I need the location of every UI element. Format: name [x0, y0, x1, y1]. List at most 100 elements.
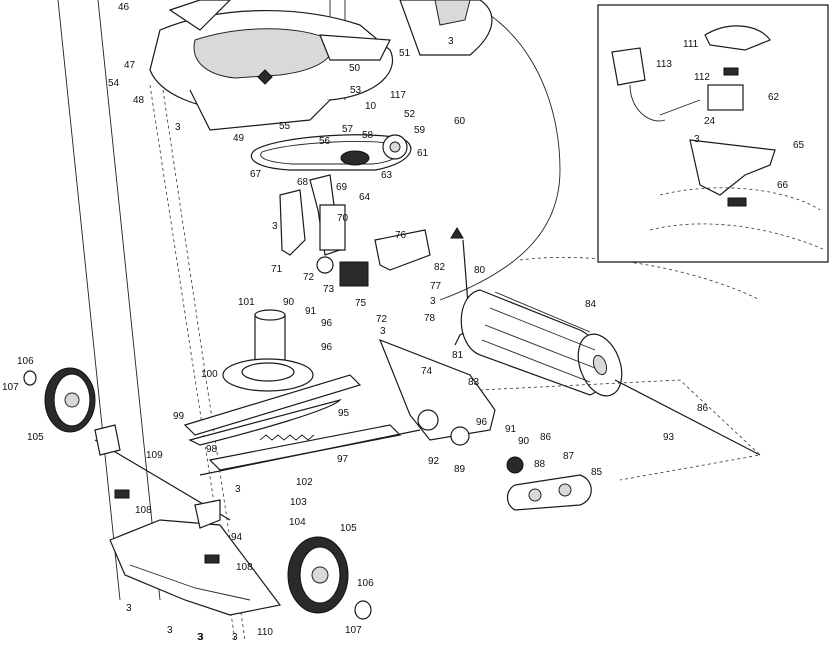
callout-87: 87	[563, 451, 575, 462]
callout-53: 53	[350, 85, 362, 96]
callout-90: 90	[518, 436, 530, 447]
callout-81: 81	[452, 350, 464, 361]
callout-3: 3	[694, 134, 700, 145]
callout-105: 105	[27, 432, 44, 443]
callout-107: 107	[2, 382, 19, 393]
callout-111: 111	[683, 39, 699, 50]
spring-and-arm	[199, 424, 421, 476]
callout-104: 104	[289, 517, 306, 528]
callout-97: 97	[337, 454, 349, 465]
callout-71: 71	[271, 264, 283, 275]
callout-103: 103	[290, 497, 307, 508]
callout-50: 50	[349, 63, 361, 74]
callout-93: 93	[663, 432, 675, 443]
axle-bracket	[194, 499, 221, 529]
callout-57: 57	[342, 124, 354, 135]
front-skid-plate	[109, 489, 282, 616]
callout-10: 10	[365, 101, 377, 112]
callout-66: 66	[777, 180, 789, 191]
callout-63: 63	[381, 170, 393, 181]
callout-74: 74	[421, 366, 433, 377]
callout-47: 47	[124, 60, 136, 71]
callout-67: 67	[250, 169, 262, 180]
callout-86: 86	[540, 432, 552, 443]
callout-98: 98	[206, 444, 218, 455]
callout-52: 52	[404, 109, 416, 120]
callout-3: 3	[126, 603, 132, 614]
callout-112: 112	[694, 72, 710, 83]
callout-101: 101	[238, 297, 255, 308]
callout-94: 94	[231, 532, 243, 543]
callout-90: 90	[283, 297, 295, 308]
callout-108: 108	[236, 562, 253, 573]
left-wheel	[23, 367, 96, 433]
callout-62: 62	[768, 92, 780, 103]
rear-frame-plate	[378, 338, 496, 446]
rear-roller	[460, 289, 761, 456]
battery-charger-inset	[597, 4, 829, 263]
callout-3: 3	[175, 122, 181, 133]
callout-72: 72	[376, 314, 388, 325]
callout-96: 96	[321, 318, 333, 329]
callout-102: 102	[296, 477, 313, 488]
callout-82: 82	[434, 262, 446, 273]
callout-3: 3	[380, 326, 386, 337]
callout-107: 107	[345, 625, 362, 636]
callout-49: 49	[233, 133, 245, 144]
callout-106: 106	[17, 356, 34, 367]
grass-catcher-frame	[149, 0, 394, 131]
callout-85: 85	[591, 467, 603, 478]
blade-spindle	[183, 309, 362, 446]
callout-3: 3	[167, 625, 173, 636]
callout-55: 55	[279, 121, 291, 132]
callout-3: 3	[448, 36, 454, 47]
callout-54: 54	[108, 78, 120, 89]
callout-110: 110	[257, 627, 273, 638]
callout-24: 24	[704, 116, 716, 127]
wheel-bracket	[94, 424, 121, 456]
callout-83: 83	[468, 377, 480, 388]
callout-61: 61	[417, 148, 429, 159]
callout-91: 91	[505, 424, 517, 435]
callout-105: 105	[340, 523, 357, 534]
callout-99: 99	[173, 411, 185, 422]
callout-73: 73	[323, 284, 335, 295]
callout-72: 72	[303, 272, 315, 283]
callout-109: 109	[146, 450, 163, 461]
callout-78: 78	[424, 313, 436, 324]
callout-89: 89	[454, 464, 466, 475]
callout-46: 46	[118, 2, 130, 13]
callout-86: 86	[697, 403, 709, 414]
callout-113: 113	[656, 59, 672, 70]
callout-3: 3	[235, 484, 241, 495]
callout-51: 51	[399, 48, 411, 59]
callout-92: 92	[428, 456, 440, 467]
callout-117: 117	[390, 90, 406, 101]
callout-68: 68	[297, 177, 309, 188]
callout-59: 59	[414, 125, 426, 136]
callout-76: 76	[395, 230, 407, 241]
callout-84: 84	[585, 299, 597, 310]
drive-belt-assembly	[250, 134, 412, 171]
callout-3: 3	[430, 296, 436, 307]
mower-grass-outline	[519, 257, 761, 301]
callout-48: 48	[133, 95, 145, 106]
callout-108: 108	[135, 505, 152, 516]
bag-top-right-inner	[434, 0, 471, 26]
callout-70: 70	[337, 213, 349, 224]
right-wheel	[287, 536, 372, 620]
callout-96: 96	[476, 417, 488, 428]
callout-96: 96	[321, 342, 333, 353]
callout-106: 106	[357, 578, 374, 589]
callout-91: 91	[305, 306, 317, 317]
mounting-brackets	[279, 174, 431, 287]
callout-64: 64	[359, 192, 371, 203]
callout-65: 65	[793, 140, 805, 151]
callout-80: 80	[474, 265, 486, 276]
callout-88: 88	[534, 459, 546, 470]
callout-3: 3	[272, 221, 278, 232]
callout-56: 56	[319, 136, 331, 147]
callout-60: 60	[454, 116, 466, 127]
